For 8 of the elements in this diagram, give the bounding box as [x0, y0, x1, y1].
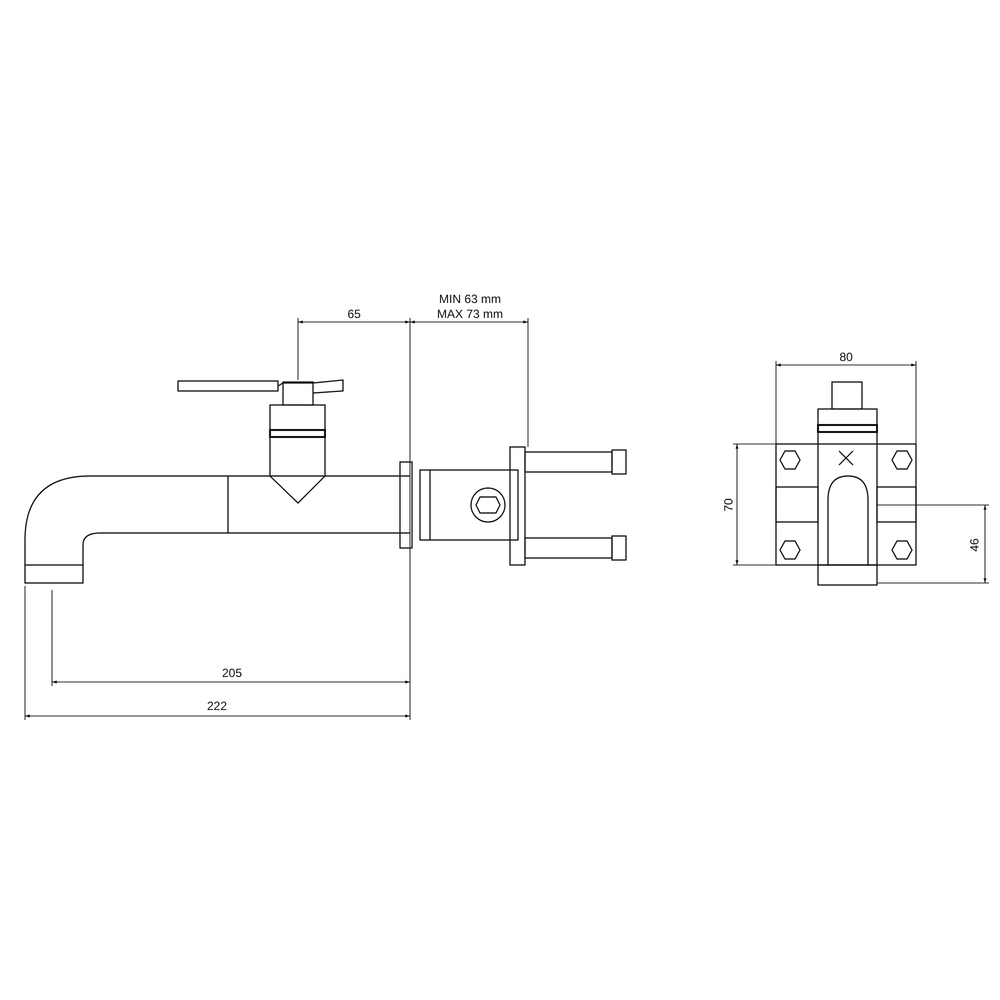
dimension-label: 70 [721, 498, 736, 512]
dimension-label: 205 [222, 666, 242, 680]
dimension-label: 65 [348, 307, 361, 321]
dimension-label: MAX 73 mm [437, 307, 504, 321]
dimension-label: 80 [840, 350, 853, 364]
dimension-label: 46 [967, 538, 982, 552]
dimension-label: 222 [207, 699, 228, 713]
dimension-label: MIN 63 mm [439, 292, 502, 306]
